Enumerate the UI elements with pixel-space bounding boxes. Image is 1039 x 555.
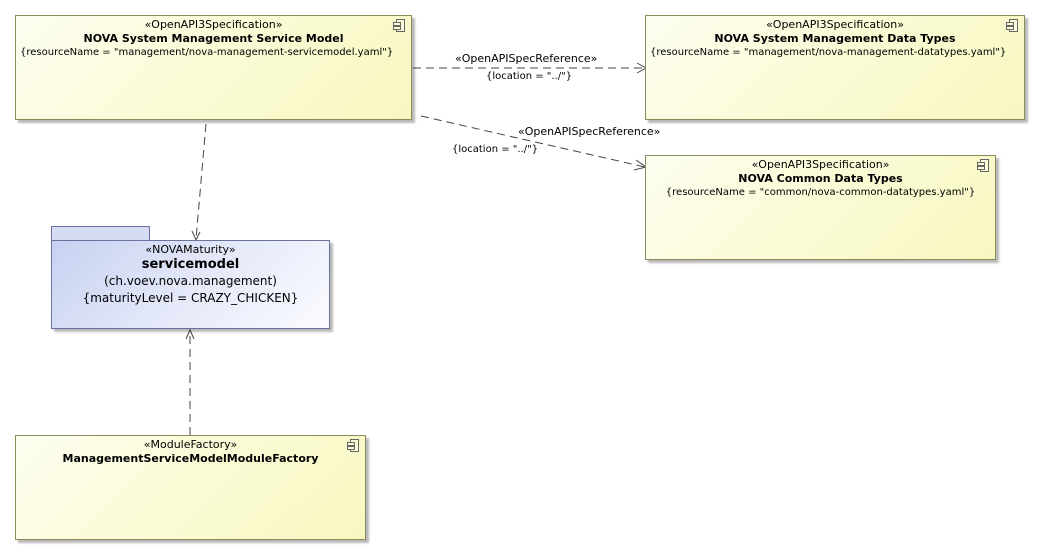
tagged-value: {resourceName = "management/nova-managem… bbox=[650, 47, 1007, 58]
component-module-factory[interactable]: «ModuleFactory» ManagementServiceModelMo… bbox=[15, 435, 366, 540]
component-data-types[interactable]: «OpenAPI3Specification» NOVA System Mana… bbox=[645, 15, 1025, 120]
component-common-types[interactable]: «OpenAPI3Specification» NOVA Common Data… bbox=[645, 155, 996, 260]
edge-stereotype: «OpenAPISpecReference» bbox=[518, 125, 661, 138]
tagged-value: {maturityLevel = CRAZY_CHICKEN} bbox=[82, 291, 299, 305]
edge-stereotype: «OpenAPISpecReference» bbox=[455, 52, 598, 65]
stereotype: «ModuleFactory» bbox=[143, 438, 238, 451]
stereotype: «OpenAPI3Specification» bbox=[766, 18, 904, 31]
dep-servicemodel-to-commontypes[interactable] bbox=[420, 115, 646, 168]
package-name: servicemodel bbox=[141, 257, 240, 272]
tagged-value: {resourceName = "common/nova-common-data… bbox=[665, 187, 976, 198]
component-icon bbox=[347, 439, 359, 452]
stereotype: «OpenAPI3Specification» bbox=[144, 18, 283, 31]
dep-servicemodel-to-package[interactable] bbox=[195, 123, 207, 240]
component-name: NOVA Common Data Types bbox=[738, 172, 903, 185]
edge-tagged-value: {location = "../"} bbox=[486, 71, 573, 82]
package-tab bbox=[51, 226, 150, 240]
component-name: ManagementServiceModelModuleFactory bbox=[62, 452, 319, 465]
component-name: NOVA System Management Data Types bbox=[714, 32, 956, 45]
edge-tagged-value: {location = "../"} bbox=[452, 144, 539, 155]
component-name: NOVA System Management Service Model bbox=[83, 32, 344, 45]
package-servicemodel[interactable]: «NOVAMaturity» servicemodel (ch.voev.nov… bbox=[51, 240, 330, 329]
arrowhead bbox=[185, 328, 195, 340]
component-icon bbox=[393, 19, 405, 32]
component-icon bbox=[977, 159, 989, 172]
tagged-value: {resourceName = "management/nova-managem… bbox=[20, 47, 394, 58]
stereotype: «OpenAPI3Specification» bbox=[751, 158, 890, 171]
package-qualifier: (ch.voev.nova.management) bbox=[104, 274, 277, 288]
stereotype: «NOVAMaturity» bbox=[145, 243, 236, 256]
component-service-model[interactable]: «OpenAPI3Specification» NOVA System Mana… bbox=[15, 15, 412, 120]
component-icon bbox=[1006, 19, 1018, 32]
